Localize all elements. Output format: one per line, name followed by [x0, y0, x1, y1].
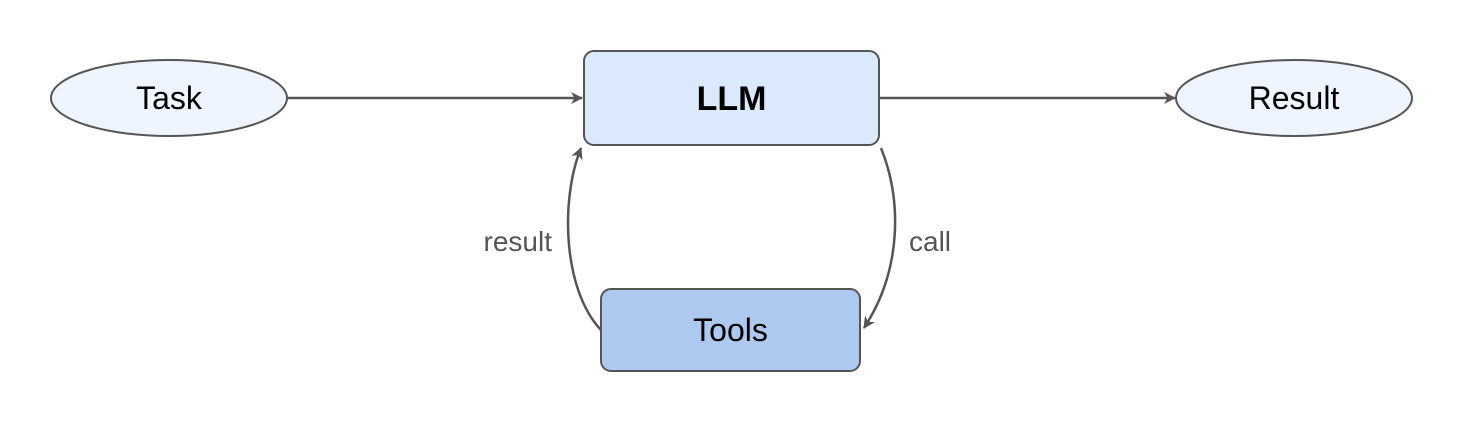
- node-result-label: Result: [1249, 80, 1340, 116]
- edge-label-call: call: [909, 226, 951, 257]
- node-task: Task: [50, 59, 288, 137]
- edge-tools-to-llm-result: [566, 147, 602, 331]
- node-llm: LLM: [583, 50, 880, 146]
- node-llm-label: LLM: [697, 80, 767, 118]
- node-llm-shape: [583, 50, 880, 146]
- edge-llm-to-tools-call: [862, 147, 897, 329]
- node-task-label: Task: [136, 80, 203, 116]
- node-result-shape: [1175, 59, 1413, 137]
- node-tools-label: Tools: [693, 312, 768, 348]
- node-task-shape: [50, 59, 288, 137]
- node-result: Result: [1175, 59, 1413, 137]
- node-tools: Tools: [600, 288, 861, 372]
- node-tools-shape: [600, 288, 861, 372]
- edge-label-result: result: [484, 226, 553, 257]
